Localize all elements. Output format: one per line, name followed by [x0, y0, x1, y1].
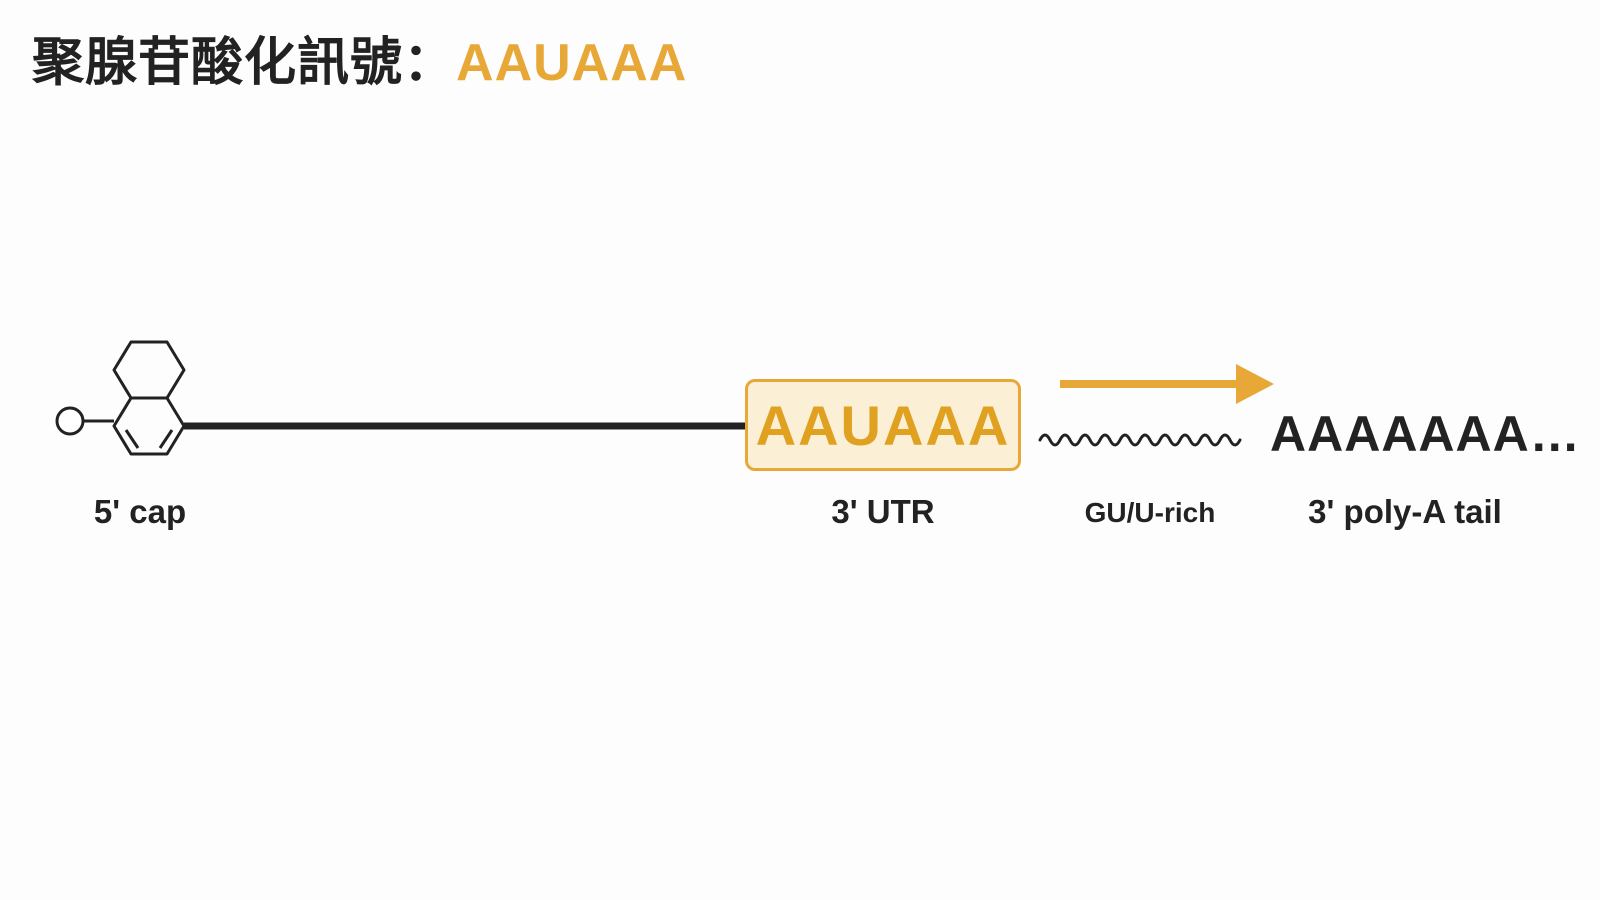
page-title: 聚腺苷酸化訊號：AAUAAA — [32, 30, 687, 98]
fused-ring-cap-icon — [55, 340, 186, 456]
label-gu-rich: GU/U-rich — [1084, 497, 1216, 528]
cap-upper-ring — [112, 340, 186, 400]
cap-double-bond-1 — [124, 429, 140, 449]
title-highlight-sequence: AAUAAA — [456, 34, 688, 92]
cap-double-bond-2 — [158, 429, 174, 449]
poly-a-sequence: AAAAAAA… — [1270, 406, 1581, 462]
label-3-utr: 3' UTR — [831, 493, 935, 530]
label-5-cap: 5' cap — [93, 493, 187, 530]
label-poly-a-tail: 3' poly-A tail — [1308, 493, 1502, 530]
right-arrow-icon — [1060, 364, 1274, 404]
wavy-line-icon — [1038, 433, 1242, 447]
cap-lower-ring — [112, 396, 186, 456]
aauaaa-signal-box: AAUAAA — [745, 379, 1021, 471]
title-prefix: 聚腺苷酸化訊號： — [32, 33, 457, 93]
cap-circle — [55, 406, 85, 436]
signal-sequence-text: AAUAAA — [755, 393, 1011, 457]
